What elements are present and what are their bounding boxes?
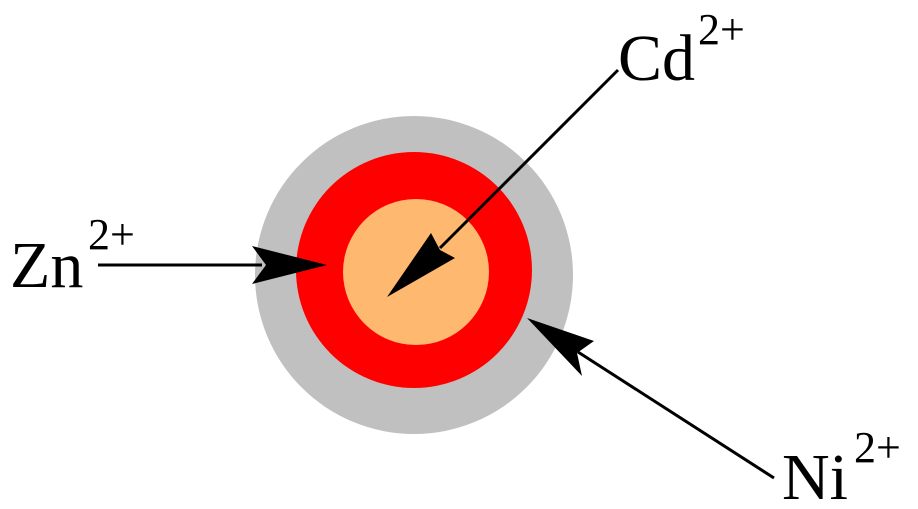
cd-charge: 2+ <box>698 5 745 54</box>
cd-arrow <box>387 68 620 297</box>
zn-label: Zn 2+ <box>10 210 135 302</box>
zn-charge: 2+ <box>88 210 135 259</box>
ni-symbol: Ni <box>782 441 848 509</box>
ni-arrow <box>527 318 775 480</box>
cd-symbol: Cd <box>618 22 695 95</box>
cd-label: Cd 2+ <box>618 5 745 95</box>
ni-label: Ni 2+ <box>782 423 901 509</box>
zn-arrow <box>98 246 327 284</box>
zn-symbol: Zn <box>10 229 83 302</box>
ni-charge: 2+ <box>854 423 901 472</box>
